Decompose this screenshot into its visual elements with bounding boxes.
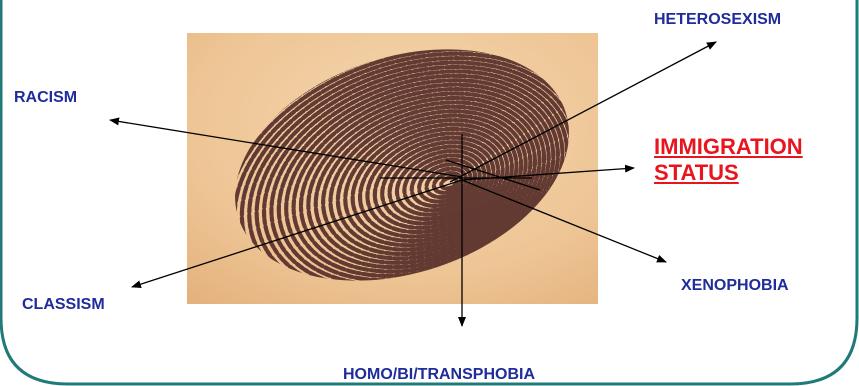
label-homo-bi-transphobia: HOMO/BI/TRANSPHOBIA bbox=[343, 367, 535, 383]
arrow-to-classism bbox=[132, 180, 462, 287]
arrow-to-xenophobia bbox=[462, 180, 666, 262]
label-heterosexism: HETEROSEXISM bbox=[654, 12, 781, 28]
label-classism: CLASSISM bbox=[22, 297, 105, 313]
label-xenophobia: XENOPHOBIA bbox=[681, 278, 789, 294]
arrow-to-racism bbox=[110, 120, 462, 177]
label-immigration-status: IMMIGRATION STATUS bbox=[654, 134, 803, 186]
label-immigration-line2: STATUS bbox=[654, 160, 803, 186]
label-racism: RACISM bbox=[14, 90, 77, 106]
label-immigration-line1: IMMIGRATION bbox=[654, 134, 803, 160]
